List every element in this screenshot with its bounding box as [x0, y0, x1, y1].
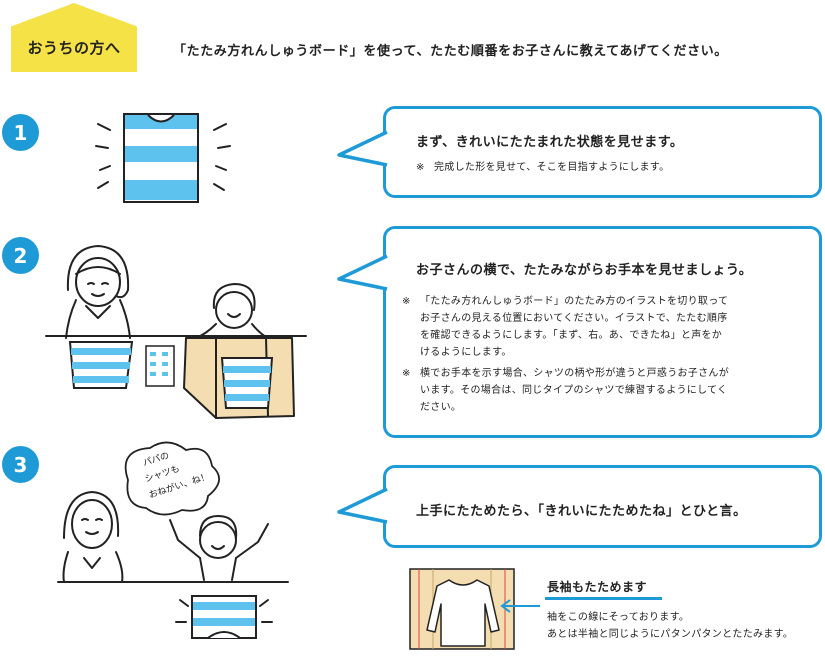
long-sleeve-desc-line: 袖をこの線にそっております。	[547, 612, 690, 623]
step-2-bubble: お子さんの横で、たたみながらお手本を見せましょう。 ※ 「たたみ方れんしゅうボー…	[337, 226, 822, 438]
note-line: 横でお手本を示す場合、シャツの柄や形が違うと戸惑うお子さんが	[420, 368, 729, 379]
note-line: ださい。	[420, 402, 462, 413]
pointer-arrow-icon	[500, 599, 540, 613]
parent-child-folding-illustration	[45, 245, 307, 419]
step-1-bubble: まず、きれいにたたまれた状態を見せます。 ※ 完成した形を見せて、そこを目指すよ…	[337, 106, 822, 198]
step-3-title: 上手にたためたら、「きれいにたためたね」とひと言。	[416, 504, 747, 519]
note-mark: ※	[402, 368, 411, 379]
step-1-note: ※ 完成した形を見せて、そこを目指すようにします。	[416, 159, 669, 176]
step-3-bubble: 上手にたためたら、「きれいにたためたね」とひと言。	[337, 465, 822, 548]
note-line: います。その場合は、同じタイプのシャツで練習するようにしてく	[420, 385, 728, 396]
note-line: 「たたみ方れんしゅうボード」のたたみ方のイラストを切り取って	[420, 296, 729, 307]
note-line: けるようにします。	[420, 347, 512, 358]
note-line: を確認できるようにします。「まず、右。あ、できたね」と声をか	[420, 330, 723, 341]
step-2-note-2: ※ 横でお手本を示す場合、シャツの柄や形が違うと戸惑うお子さんが います。その場…	[402, 365, 729, 416]
long-sleeve-board-illustration	[409, 568, 515, 650]
step-number-2: 2	[2, 237, 39, 274]
header-instruction: 「たたみ方れんしゅうボード」を使って、たたむ順番をお子さんに教えてあげてください…	[173, 44, 728, 59]
house-badge: おうちの方へ	[11, 3, 137, 72]
step-number-1: 1	[2, 114, 39, 151]
bubble-tail	[337, 254, 388, 291]
note-line: お子さんの見える位置においてください。イラストで、たたむ順序	[420, 313, 728, 324]
bubble-tail	[337, 130, 388, 167]
long-sleeve-desc-line: あとは半袖と同じようにパタンパタンとたたみます。	[547, 629, 794, 640]
house-badge-label: おうちの方へ	[27, 39, 121, 57]
note-mark: ※	[402, 296, 411, 307]
celebration-illustration: パパの シャツも おねがい、ね！	[57, 441, 289, 639]
step-2-note-1: ※ 「たたみ方れんしゅうボード」のたたみ方のイラストを切り取って お子さんの見え…	[402, 293, 728, 361]
folded-shirt-illustration	[95, 113, 231, 203]
note-line: 完成した形を見せて、そこを目指すようにします。	[434, 162, 670, 173]
note-mark: ※	[416, 162, 425, 173]
long-sleeve-title: 長袖もたためます	[547, 580, 648, 594]
long-sleeve-underline	[545, 597, 662, 600]
long-sleeve-description: 袖をこの線にそっております。 あとは半袖と同じようにパタンパタンとたたみます。	[547, 609, 793, 643]
step-number-3: 3	[2, 446, 39, 483]
bubble-tail	[337, 487, 388, 524]
step-2-title: お子さんの横で、たたみながらお手本を見せましょう。	[416, 263, 753, 278]
step-1-title: まず、きれいにたたまれた状態を見せます。	[416, 135, 684, 150]
